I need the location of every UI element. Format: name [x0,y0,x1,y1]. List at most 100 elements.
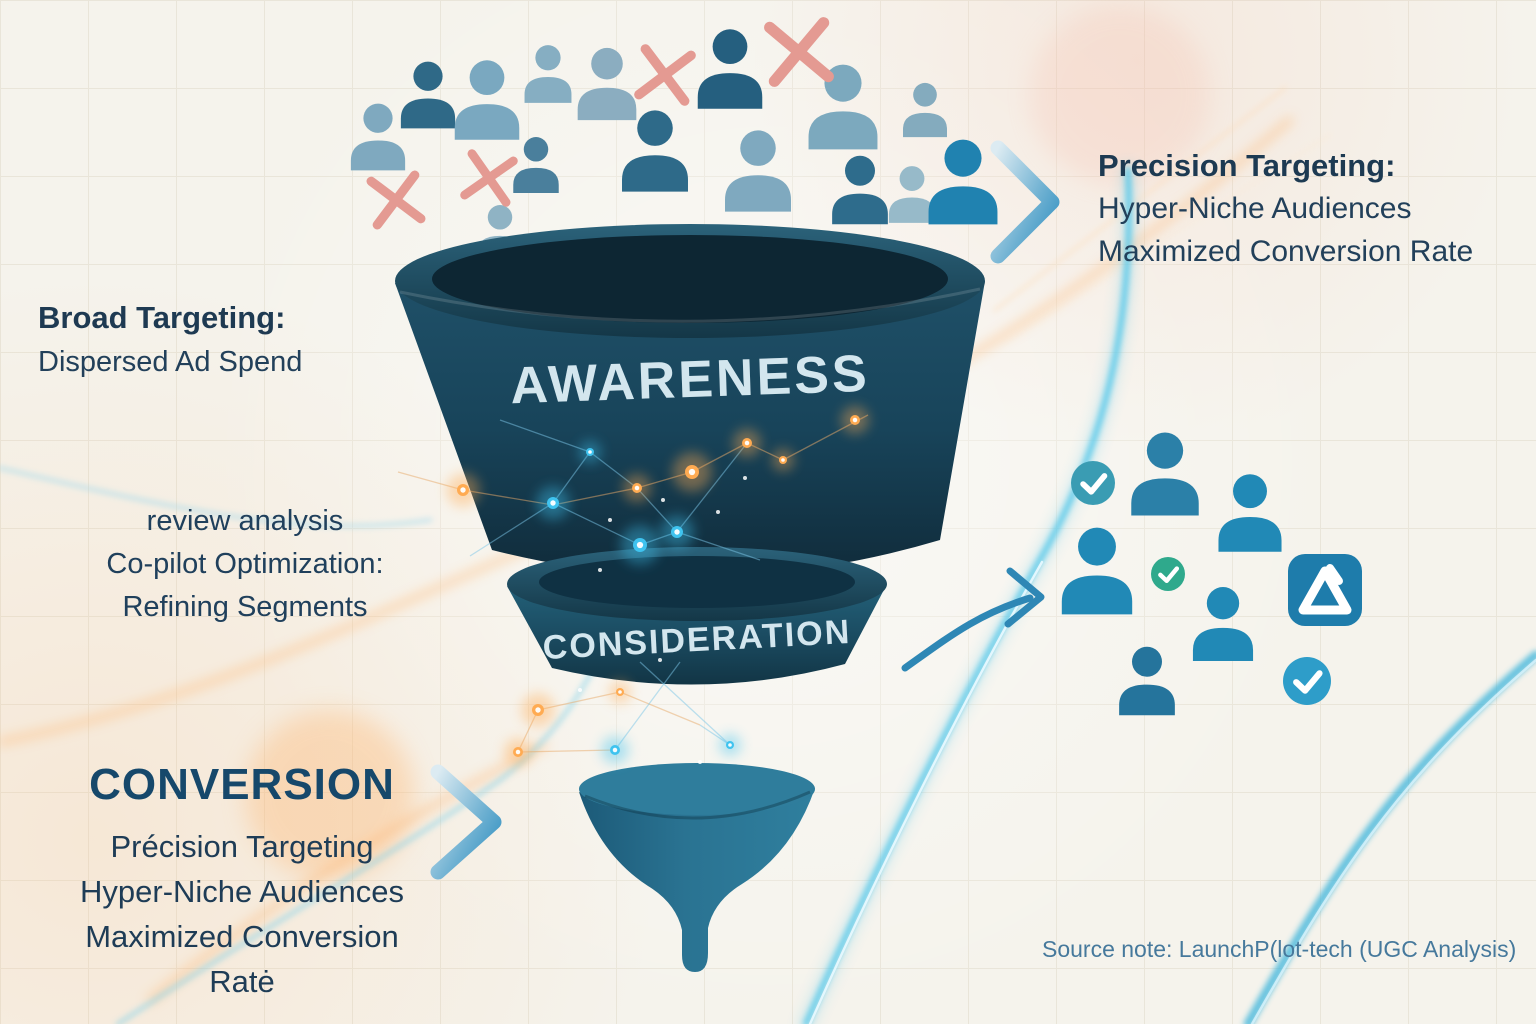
check-circle-bg [1071,461,1115,505]
person-icon [1061,527,1133,615]
cyan-streak-core [1250,658,1536,1024]
light-ray [1003,133,1332,342]
mesh-dot [658,658,662,662]
cyan-streak [803,167,1132,1024]
x-stroke [768,17,830,87]
audience-crowd [350,17,998,261]
cyan-streak [1243,650,1536,1024]
mesh-edge [614,661,681,751]
mesh-edge [676,442,748,533]
mesh-edge [619,691,701,726]
person-icon [1131,432,1199,516]
triangle-app-icon [1288,554,1362,626]
mesh-dot [698,760,702,764]
broad-targeting-title: Broad Targeting: [38,300,286,335]
person-icon [888,166,936,223]
copilot-optimization-callout: review analysis Co-pilot Optimization: R… [80,500,410,629]
precision-line-1: Hyper-Niche Audiences [1098,192,1412,225]
source-note: Source note: LaunchP(lot-tech (UGC Analy… [1042,936,1517,962]
person-icon [928,139,998,225]
person-icon [697,29,763,109]
conversion-line-1: Précision Targeting [110,829,374,864]
mesh-edge [639,661,731,746]
conversion-cone [579,788,815,972]
person-icon [524,45,572,103]
x-stroke [634,50,696,100]
mesh-node-core [460,487,466,493]
chevron-right-icon [430,764,502,880]
funnel-shape [395,224,985,972]
x-mark-icon [764,17,834,87]
check-circle-bg [1151,557,1185,591]
person-icon [1192,587,1254,661]
person-icon [350,103,406,171]
mesh-node-core [636,541,644,549]
network-mesh-nodes [446,406,869,766]
conversion-callout: CONVERSION Précision Targeting Hyper-Nic… [50,760,434,1004]
mesh-dot [608,518,612,522]
x-stroke [372,170,420,230]
person-icon [454,60,520,140]
mesh-node-core [612,747,618,753]
check-circle-icon [1283,657,1331,705]
rim-highlight [399,287,981,323]
precision-targeting-callout: Precision Targeting: Hyper-Niche Audienc… [1098,144,1473,273]
person-icon [1218,474,1282,552]
person-icon [400,61,456,129]
warm-glow [1030,5,1210,185]
light-streak-orange [147,742,548,1003]
conversion-lines: Précision Targeting Hyper-Niche Audience… [50,824,434,1004]
light-ray [993,86,1287,312]
check-mark [1293,670,1323,694]
mesh-dot [716,510,720,514]
person-icon [1119,646,1175,716]
review-line-2: Co-pilot Optimization: [106,548,384,580]
check-mark [1158,566,1180,584]
mesh-node-core [515,749,521,755]
conversion-title: CONVERSION [89,760,395,809]
light-streak-cyan [0,465,433,529]
person-icon [577,47,637,121]
broad-targeting-callout: Broad Targeting: Dispersed Ad Spend [38,296,302,384]
check-circle-icon [1071,461,1115,505]
awareness-opening [432,235,948,323]
mesh-node-core [550,500,556,506]
check-circle-bg [1283,657,1331,705]
x-mark-icon [460,149,518,207]
person-icon [725,130,791,212]
mesh-node-core [634,485,640,491]
person-icon [903,82,947,138]
mesh-dot [598,568,602,572]
mesh-node-core [781,458,785,462]
cone-edge [584,790,811,820]
precision-title: Precision Targeting: [1098,148,1396,183]
chevron-right-icon [990,140,1060,264]
person-icon [808,64,878,150]
mesh-node-core [688,468,696,476]
person-icon [832,155,888,225]
mesh-node-core [535,707,541,713]
check-circle-icon [1151,557,1185,591]
mesh-node-core [674,529,680,535]
mesh-edge [499,419,591,453]
awareness-label: AWARENESS [509,345,870,416]
conversion-line-3: Maximized Conversion Ratė [85,919,399,999]
conversion-line-2: Hyper-Niche Audiences [80,874,404,909]
review-line-1: review analysis [146,505,344,537]
person-icon [513,137,559,193]
orange-glow [245,710,415,880]
curved-arrow [901,567,1045,672]
x-mark-icon [634,44,696,106]
mesh-dot [661,498,665,502]
mesh-node-core [852,417,858,423]
refined-audience-group [1061,432,1331,716]
review-line-3: Refining Segments [122,591,368,623]
consideration-opening [539,556,855,608]
mesh-node-core [728,743,732,747]
mesh-edge [517,749,616,753]
mesh-dot [743,476,747,480]
curved-arrow-shaft [901,594,1034,672]
mesh-dot [578,688,582,692]
mesh-node-core [744,440,750,446]
